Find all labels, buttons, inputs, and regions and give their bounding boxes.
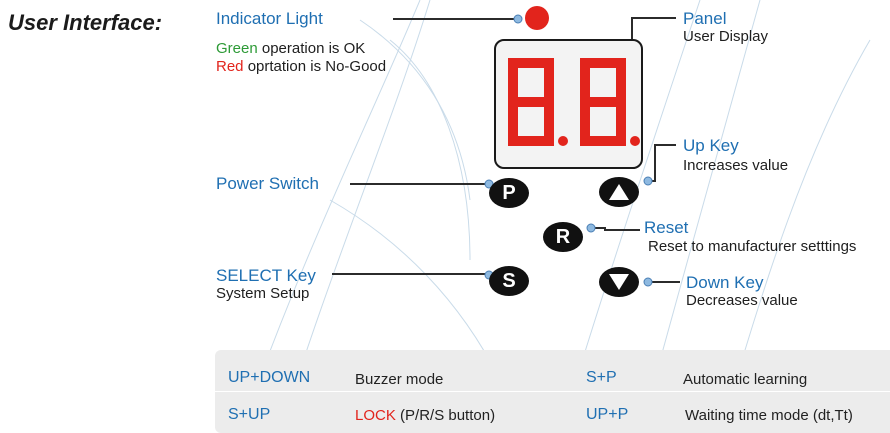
combo-key: UP+DOWN — [228, 369, 311, 386]
combo-desc: Automatic learning — [683, 371, 808, 388]
segment-c — [544, 102, 554, 146]
triangle-down-icon — [609, 274, 629, 290]
select-key-desc: System Setup — [216, 285, 310, 302]
indicator-red-desc: Red oprtation is No-Good — [216, 58, 386, 75]
down-key-label: Down Key — [686, 273, 764, 292]
up-key-label: Up Key — [683, 136, 739, 155]
panel-desc: User Display — [683, 28, 769, 45]
down-key-button[interactable] — [599, 267, 639, 297]
green-word: Green — [216, 40, 258, 57]
key-combo-table: UP+DOWN Buzzer mode S+P Automatic learni… — [215, 350, 890, 433]
combo-key: S+UP — [228, 406, 271, 423]
down-key-desc: Decreases value — [686, 292, 798, 309]
decimal-point — [558, 136, 568, 146]
indicator-light-label: Indicator Light — [216, 9, 323, 28]
segment-c — [616, 102, 626, 146]
lock-word: LOCK — [355, 407, 396, 424]
segment-a — [590, 58, 616, 68]
combo-desc: LOCK (P/R/S button) — [355, 407, 495, 424]
combo-key: UP+P — [586, 406, 629, 423]
segment-b — [616, 58, 626, 102]
red-word: Red — [216, 58, 244, 75]
segment-e — [508, 102, 518, 146]
reset-desc: Reset to manufacturer setttings — [648, 238, 857, 255]
up-key-button[interactable] — [599, 177, 639, 207]
select-key-label: SELECT Key — [216, 266, 316, 285]
power-switch-button[interactable]: P — [489, 178, 529, 208]
display-panel — [494, 39, 643, 169]
page-title: User Interface: — [8, 10, 163, 35]
select-key-button[interactable]: S — [489, 266, 529, 296]
segment-d — [590, 136, 616, 146]
segment-g — [590, 97, 616, 107]
power-switch-label: Power Switch — [216, 174, 319, 193]
segment-a — [518, 58, 544, 68]
segment-f — [580, 58, 590, 102]
reset-label: Reset — [644, 218, 689, 237]
panel-label: Panel — [683, 9, 727, 28]
up-key-desc: Increases value — [683, 157, 789, 174]
seven-segment-display — [508, 58, 640, 146]
decimal-point — [630, 136, 640, 146]
green-desc: operation is OK — [257, 40, 366, 57]
segment-d — [518, 136, 544, 146]
indicator-light-icon — [525, 6, 549, 30]
reset-button[interactable]: R — [543, 222, 583, 252]
row-divider — [215, 391, 890, 392]
segment-f — [508, 58, 518, 102]
lock-desc: (P/R/S button) — [395, 407, 496, 424]
segment-e — [580, 102, 590, 146]
triangle-up-icon — [609, 184, 629, 200]
combo-key: S+P — [586, 369, 617, 386]
combo-desc: Buzzer mode — [355, 371, 444, 388]
combo-desc: Waiting time mode (dt,Tt) — [685, 407, 853, 424]
segment-g — [518, 97, 544, 107]
segment-b — [544, 58, 554, 102]
red-desc: oprtation is No-Good — [243, 58, 387, 75]
indicator-green-desc: Green operation is OK — [216, 40, 365, 57]
